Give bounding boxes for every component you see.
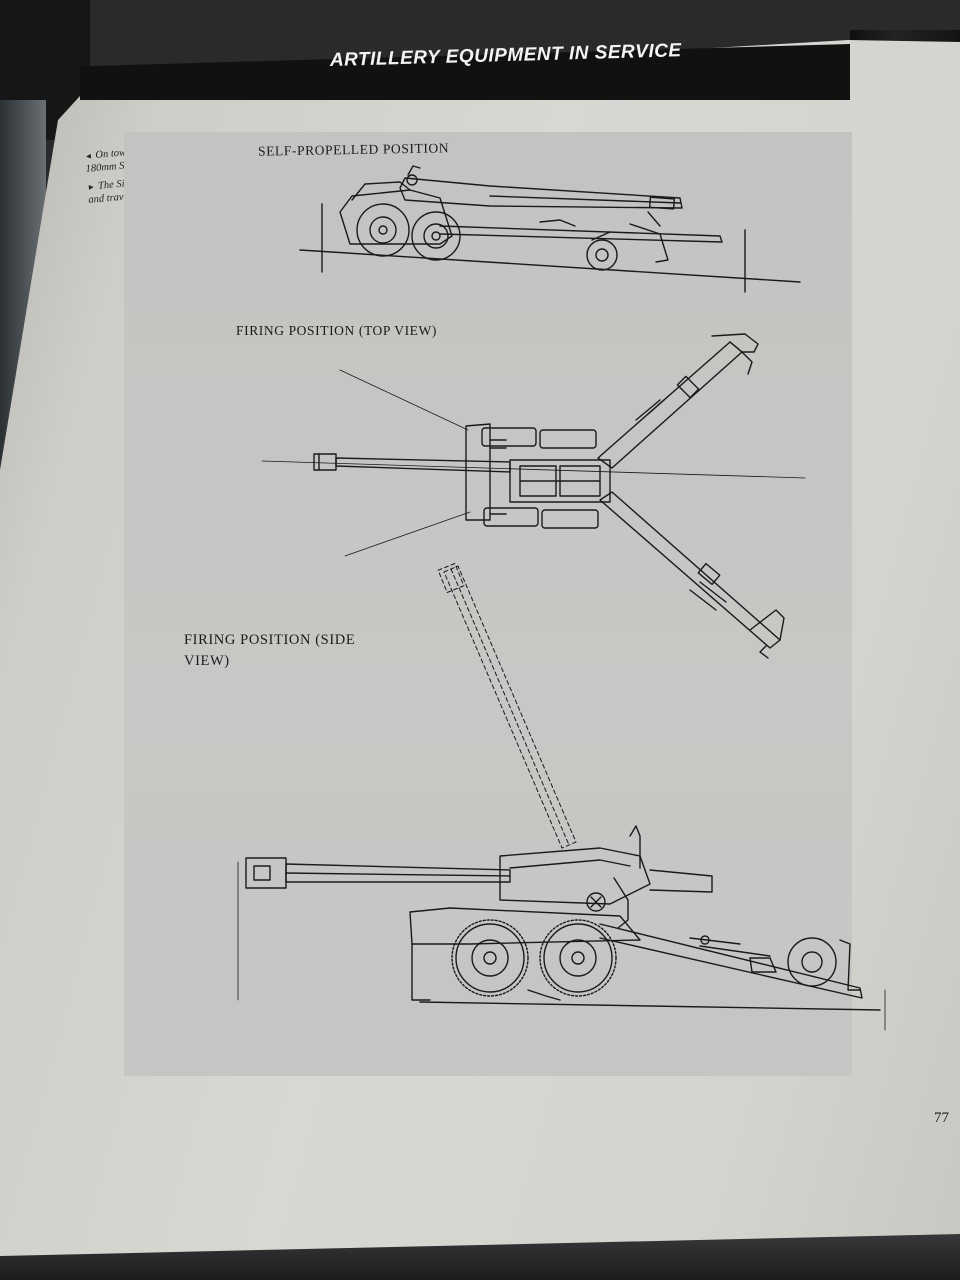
label-firing-position-top-view: FIRING POSITION (TOP VIEW) xyxy=(236,323,437,338)
side-view xyxy=(237,563,886,1031)
illustration-panel xyxy=(124,132,852,1076)
label-firing-position-side-view: FIRING POSITION (SIDE VIEW) xyxy=(184,632,356,669)
top-view xyxy=(261,333,806,659)
self-propelled-view xyxy=(299,165,801,293)
page-number: 77 xyxy=(934,1110,949,1126)
